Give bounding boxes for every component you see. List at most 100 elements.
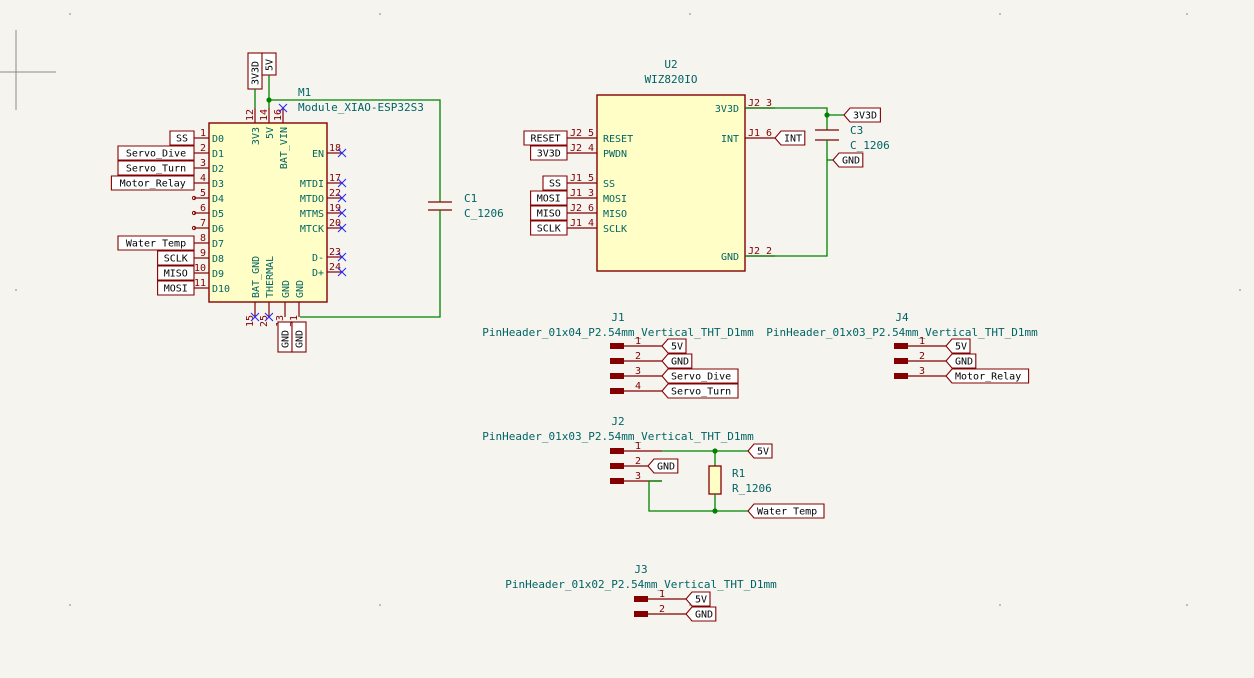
j1-ref: J1 [611, 311, 624, 324]
j4-pin-pad [894, 343, 908, 349]
j1-net-3-label-box [661, 368, 739, 384]
j4-net-2-label: GND [955, 357, 973, 368]
m1-pin-num: 3 [200, 158, 206, 169]
m1-net-4-label: Motor_Relay [120, 179, 186, 190]
j1-net-2-label: GND [671, 357, 689, 368]
c3-capacitor[interactable]: C3 C_1206 [745, 107, 890, 257]
j1-pin-num: 3 [635, 366, 641, 377]
u2-pin-num: J1_4 [570, 218, 594, 229]
u2-net-J1_3-label-box [530, 190, 568, 206]
m1-pin-num: 4 [200, 173, 206, 184]
c1-capacitor[interactable]: C1 C_1206 [266, 97, 504, 318]
j1-pin-pad [610, 358, 624, 364]
m1-pin-name: D2 [212, 164, 224, 175]
j2-pin-pad [610, 448, 624, 454]
m1-pin-num: 12 [245, 109, 256, 121]
m1-pin-num: 19 [329, 203, 341, 214]
m1-gnd-label: GND [295, 330, 306, 348]
m1-pin-name: MTCK [300, 224, 324, 235]
c3-gnd-label: GND [842, 156, 860, 167]
m1-pin-name: MTDO [300, 194, 324, 205]
m1-value: Module_XIAO-ESP32S3 [298, 101, 424, 114]
header-j2[interactable]: J2 PinHeader_01x03_P2.54mm_Vertical_THT_… [482, 415, 754, 484]
m1-pin-name: MTDI [300, 179, 324, 190]
m1-net-2-label: Servo_Dive [126, 149, 186, 160]
m1-pin-num: 23 [329, 247, 341, 258]
m1-gnd-label: GND [281, 330, 292, 348]
u2-net-J2_6-label-box [530, 205, 568, 221]
j2-net-1-label: 5V [757, 447, 769, 458]
m1-pin-name: D+ [312, 268, 324, 279]
j4-net-2-label-box [945, 353, 977, 369]
j3-pin-num: 1 [659, 589, 665, 600]
m1-pin-name: D10 [212, 284, 230, 295]
j4-net-3-label: Motor_Relay [955, 372, 1021, 383]
m1-net-8-label: Water Temp [126, 239, 186, 250]
u2-pin-name: RESET [603, 134, 633, 145]
m1-pin-num: 16 [273, 109, 284, 121]
m1-pin-name: BAT_VIN [279, 127, 290, 169]
j4-net-3-label-box [945, 368, 1030, 384]
u2-net-J1_4-label-box [530, 220, 568, 236]
c1-value: C_1206 [464, 207, 504, 220]
c3-ref: C3 [850, 124, 863, 137]
j3-net-1-label: 5V [695, 595, 707, 606]
no-connect-icon [250, 312, 260, 322]
j2-pins: 123 [610, 441, 748, 484]
m1-pin-num: 9 [200, 248, 206, 259]
m1-pin-num: 21 [289, 315, 300, 327]
m1-pin-num: 1 [200, 128, 206, 139]
page-ticks [15, 13, 1241, 606]
j4-pin-num: 3 [919, 366, 925, 377]
m1-pin-num: 15 [245, 315, 256, 327]
no-connect-icon [337, 178, 347, 188]
m1-pin-name: GND [281, 280, 292, 298]
j2-net-3-label-box [747, 503, 825, 519]
j2-pin-num: 1 [635, 441, 641, 452]
header-j4[interactable]: J4 PinHeader_01x03_P2.54mm_Vertical_THT_… [766, 311, 1038, 379]
m1-pin-name: D6 [212, 224, 224, 235]
j1-net-1-label-box [661, 338, 687, 354]
u2-pin-name: GND [721, 252, 739, 263]
r1-value: R_1206 [732, 482, 772, 495]
u2-left-pins: J2_5RESETJ2_4PWDNJ1_5SSJ1_3MOSIJ2_6MISOJ… [567, 128, 633, 235]
j3-value: PinHeader_01x02_P2.54mm_Vertical_THT_D1m… [505, 578, 777, 591]
c1-ref: C1 [464, 192, 477, 205]
j2-net-2-label: GND [657, 462, 675, 473]
j3-net-1-label-box [685, 591, 711, 607]
m1-pin-num: 22 [329, 188, 341, 199]
header-j3[interactable]: J3 PinHeader_01x02_P2.54mm_Vertical_THT_… [505, 563, 777, 617]
j3-net-2-label-box [685, 606, 717, 622]
m1-net-10-label-box [157, 265, 195, 281]
u2-net-J1_6-label: INT [784, 134, 802, 145]
module-m1[interactable]: M1 Module_XIAO-ESP32S3 1D02D13D24D35D46D… [191, 52, 424, 353]
m1-net-11-label-box [157, 280, 195, 296]
u2-pin-num: J2_4 [570, 143, 594, 154]
j1-pin-num: 4 [635, 381, 641, 392]
m1-pin-num: 5 [200, 188, 206, 199]
j1-pin-pad [610, 343, 624, 349]
u2-net-J2_4-label-box [530, 145, 568, 161]
module-u2[interactable]: U2 WIZ820IO J2_5RESETJ2_4PWDNJ1_5SSJ1_3M… [567, 58, 775, 272]
m1-net-1-label-box [169, 130, 195, 146]
c3-value: C_1206 [850, 139, 890, 152]
c3-3v3d-label: 3V3D [853, 111, 877, 122]
j1-net-1-label: 5V [671, 342, 683, 353]
j2-pin-num: 2 [635, 456, 641, 467]
r1-resistor[interactable]: R1 R_1206 [648, 448, 772, 514]
j1-pin-num: 1 [635, 336, 641, 347]
m1-pin-num: 14 [259, 109, 270, 121]
j4-value: PinHeader_01x03_P2.54mm_Vertical_THT_D1m… [766, 326, 1038, 339]
u2-net-J1_5-label: SS [549, 179, 561, 190]
m1-pin-name: D9 [212, 269, 224, 280]
m1-net-10-label: MISO [164, 269, 188, 280]
m1-net-3-label: Servo_Turn [126, 164, 186, 175]
header-j1[interactable]: J1 PinHeader_01x04_P2.54mm_Vertical_THT_… [482, 311, 754, 394]
m1-pin-name: 5V [265, 127, 276, 139]
m1-power-label: 3V3D [251, 61, 262, 85]
